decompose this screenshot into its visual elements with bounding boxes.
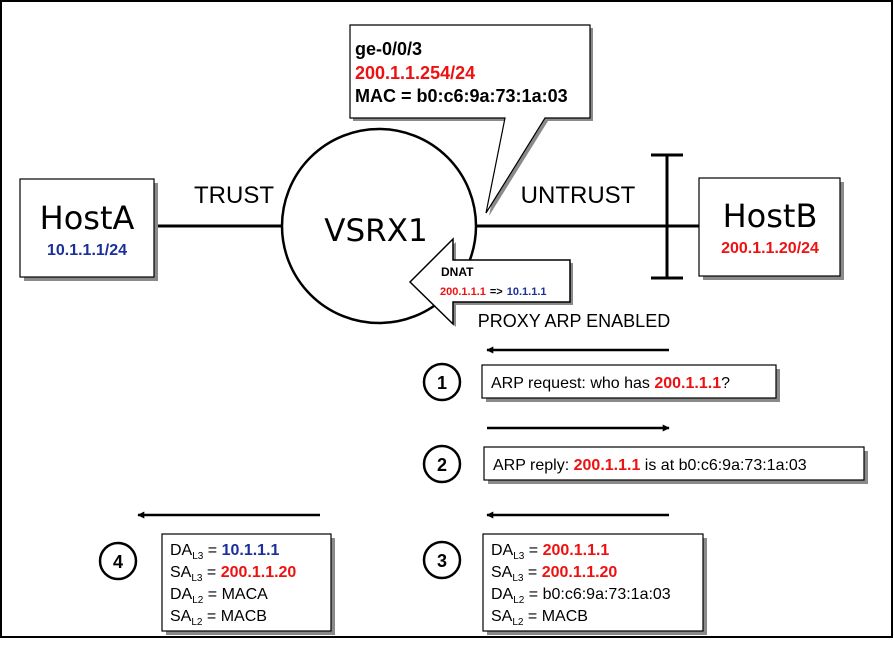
step-3-box [482, 533, 704, 632]
interface-ip: 200.1.1.254/24 [355, 63, 475, 83]
step-1-badge [422, 362, 462, 402]
step-4-number: 4 [113, 552, 123, 572]
step-2-badge [422, 444, 462, 484]
interface-name: ge-0/0/3 [355, 39, 422, 59]
step-3-row: DAL2 = b0:c6:9a:73:1a:03 [491, 586, 671, 606]
step-1-box [481, 364, 777, 399]
untrust-segment-bar [651, 153, 683, 280]
dnat-arrow-callout: DNAT 200.1.1.1=>10.1.1.1 [408, 237, 573, 327]
step-2-box [483, 446, 865, 481]
step-3-row: DAL3 = 200.1.1.1 [491, 542, 609, 562]
router-name: VSRX1 [324, 213, 427, 249]
step-2-number: 2 [437, 455, 447, 475]
interface-callout: ge-0/0/3 200.1.1.254/24 MAC = b0:c6:9a:7… [349, 24, 593, 216]
step-3-number: 3 [437, 551, 447, 571]
interface-mac: MAC = b0:c6:9a:73:1a:03 [355, 86, 568, 106]
host-b-box: HostB 200.1.1.20/24 [698, 177, 844, 280]
host-a-box: HostA 10.1.1.1/24 [19, 178, 158, 281]
dnat-rule: 200.1.1.1=>10.1.1.1 [440, 286, 547, 298]
step-1: 1 ARP request: who has 200.1.1.1? [422, 362, 780, 402]
step-4: 4 DAL3 = 10.1.1.1 SAL3 = 200.1.1.20 DAL2… [98, 533, 335, 635]
step-4-row: SAL2 = MACB [170, 608, 267, 628]
host-a-ip: 10.1.1.1/24 [47, 242, 127, 259]
step-4-row: SAL3 = 200.1.1.20 [170, 564, 296, 584]
host-a-name: HostA [40, 199, 135, 237]
proxy-arp-label: PROXY ARP ENABLED [478, 311, 670, 331]
step-4-row: DAL2 = MACA [170, 586, 268, 606]
step-4-box [161, 533, 332, 632]
step-3-row: SAL3 = 200.1.1.20 [491, 564, 617, 584]
step-3-row: SAL2 = MACB [491, 608, 588, 628]
zone-trust-label: TRUST [194, 182, 274, 209]
step-4-row: DAL3 = 10.1.1.1 [170, 542, 280, 562]
host-b-name: HostB [723, 197, 818, 235]
step-3-badge [422, 540, 462, 580]
zone-untrust-label: UNTRUST [521, 182, 636, 209]
step-2: 2 ARP reply: 200.1.1.1 is at b0:c6:9a:73… [422, 444, 868, 484]
step-2-text: ARP reply: 200.1.1.1 is at b0:c6:9a:73:1… [493, 457, 807, 474]
step-3: 3 DAL3 = 200.1.1.1 SAL3 = 200.1.1.20 DAL… [422, 533, 707, 635]
step-4-badge [98, 541, 138, 581]
dnat-title: DNAT [441, 265, 474, 279]
step-1-text: ARP request: who has 200.1.1.1? [491, 375, 730, 392]
step-1-number: 1 [437, 373, 447, 393]
host-b-ip: 200.1.1.20/24 [721, 240, 819, 257]
